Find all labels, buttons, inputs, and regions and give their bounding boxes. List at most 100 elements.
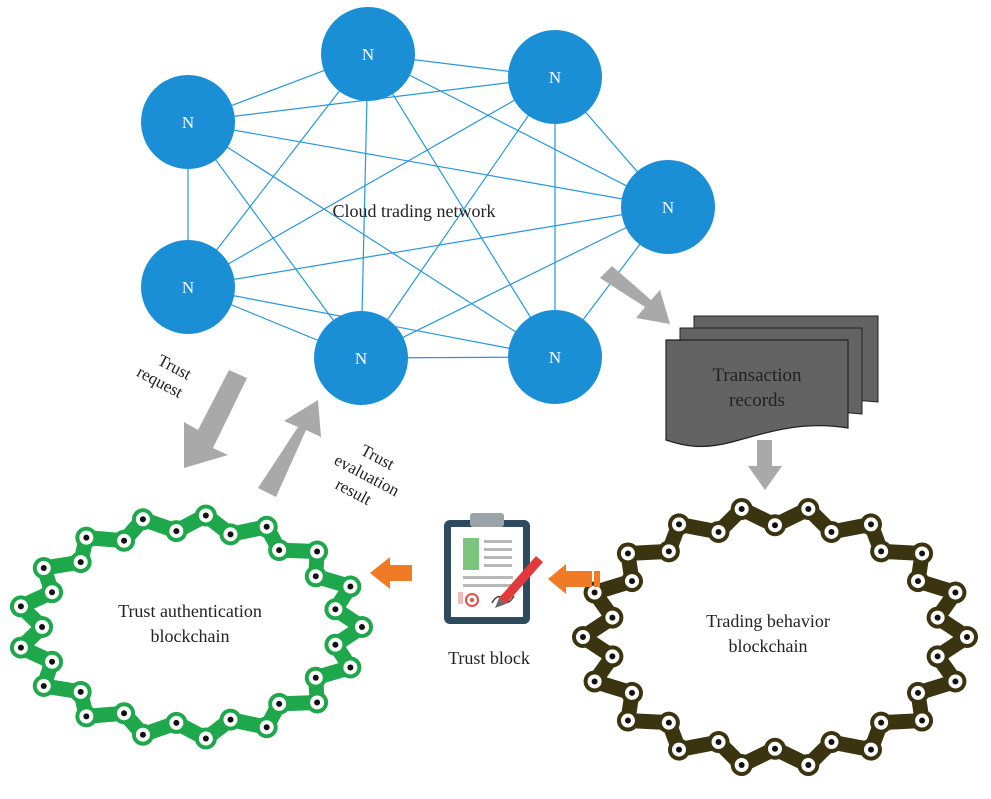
network-edge — [187, 121, 669, 208]
chain-rivet-pin — [83, 713, 90, 720]
chain-rivet-pin — [591, 678, 598, 685]
chain-rivet-pin — [591, 589, 598, 596]
node-circle — [508, 30, 602, 124]
chain-rivet-pin — [609, 614, 616, 621]
chain-rivet-pin — [676, 521, 682, 528]
chain-rivet-pin — [332, 641, 339, 648]
trust-evaluation-label: Trust evaluation result — [331, 440, 403, 509]
chain-rivet-pin — [665, 548, 672, 555]
network-edge — [187, 76, 556, 288]
chain-rivet-pin — [629, 689, 636, 696]
node-circle — [314, 311, 408, 405]
chain-rivet-pin — [202, 512, 209, 519]
trading-behavior-chain — [572, 497, 978, 777]
network-node: N — [141, 240, 235, 334]
chain-rivet-pin — [919, 717, 926, 724]
chain-rivet-pin — [359, 624, 365, 630]
trust-authentication-chain — [9, 504, 373, 750]
chain-rivet-pin — [49, 589, 56, 596]
chain-rivet-pin — [828, 528, 835, 535]
node-circle — [141, 75, 235, 169]
chain-rivet-pin — [676, 746, 682, 753]
chain-rivet-pin — [878, 548, 885, 555]
trading-chain-label: Trading behavior — [706, 611, 830, 631]
chain-rivet-pin — [173, 719, 180, 726]
chain-rivet-pin — [919, 550, 926, 557]
chain-rivet-pin — [121, 710, 128, 717]
chain-rivet-pin — [624, 717, 631, 724]
trust-request-label: Trust request — [134, 350, 195, 402]
chain-rivet-pin — [121, 537, 128, 544]
network-node: N — [508, 310, 602, 404]
chain-rivet-pin — [715, 739, 722, 746]
chain-rivet-pin — [952, 589, 959, 596]
chain-rivet-pin — [347, 664, 354, 671]
network-node: N — [621, 160, 715, 254]
node-label: N — [549, 348, 561, 367]
network-edge — [187, 121, 362, 359]
chain-rivet-pin — [202, 735, 209, 742]
node-circle — [321, 7, 415, 101]
node-label: N — [182, 278, 194, 297]
chain-rivet-pin — [878, 719, 885, 726]
chain-rivet-pin — [276, 547, 283, 554]
auth-chain-label: blockchain — [151, 626, 230, 646]
chain-rivet-pin — [738, 762, 745, 769]
arrow-to-records — [600, 266, 670, 324]
chain-rivet-pin — [580, 634, 586, 640]
chain-rivet-pin — [139, 731, 146, 738]
chain-rivet-pin — [934, 653, 941, 660]
node-label: N — [662, 198, 674, 217]
chain-rivet-pin — [914, 689, 921, 696]
arrow-to-trust-block — [548, 564, 592, 594]
chain-rivet-pin — [77, 688, 84, 695]
chain-rivet-pin — [263, 724, 270, 731]
chain-rivet-pin — [868, 521, 874, 528]
chain-rivet-pin — [39, 624, 46, 630]
trust-block-label: Trust block — [448, 648, 530, 668]
chain-rivet-pin — [17, 644, 24, 651]
chain-rivet-pin — [665, 719, 672, 726]
network-edge — [360, 76, 556, 359]
chain-rivet-pin — [868, 746, 874, 753]
auth-chain-label: Trust authentication — [118, 601, 262, 621]
network-label: Cloud trading network — [333, 201, 496, 221]
network-edge — [360, 206, 669, 359]
chain-rivet-pin — [227, 716, 234, 723]
chain-rivet-pin — [17, 603, 24, 610]
chain-rivet-pin — [828, 739, 835, 746]
chain-rivet-pin — [772, 745, 778, 752]
document-stack-icon: Transaction records — [665, 315, 879, 448]
chain-rivet-pin — [332, 606, 339, 613]
chain-rivet-pin — [738, 505, 745, 512]
network-edge — [367, 53, 556, 358]
node-label: N — [355, 349, 367, 368]
chain-rivet-pin — [805, 762, 812, 769]
network-edge — [187, 121, 556, 358]
chain-rivet-pin — [312, 674, 319, 681]
chain-rivet-pin — [805, 505, 812, 512]
chain-rivet-pin — [49, 658, 56, 665]
chain-rivet-pin — [629, 578, 636, 585]
chain-rivet-pin — [914, 578, 921, 585]
node-circle — [508, 310, 602, 404]
chain-rivet-pin — [934, 614, 941, 621]
chain-rivet-pin — [40, 682, 47, 689]
node-label: N — [549, 68, 561, 87]
node-circle — [621, 160, 715, 254]
chain-rivet-pin — [263, 523, 270, 530]
chain-rivet-pin — [77, 559, 84, 566]
node-label: N — [362, 45, 374, 64]
clipboard-icon — [444, 513, 543, 624]
network-edge — [187, 206, 669, 288]
arrow-to-auth-chain — [370, 557, 412, 589]
network-edge — [187, 53, 369, 288]
arrow-trust-request — [184, 370, 247, 468]
network-edge — [360, 53, 369, 359]
chain-rivet-pin — [347, 583, 354, 590]
records-label: Transaction — [712, 365, 802, 386]
chain-rivet-pin — [609, 653, 616, 660]
network-node: N — [508, 30, 602, 124]
